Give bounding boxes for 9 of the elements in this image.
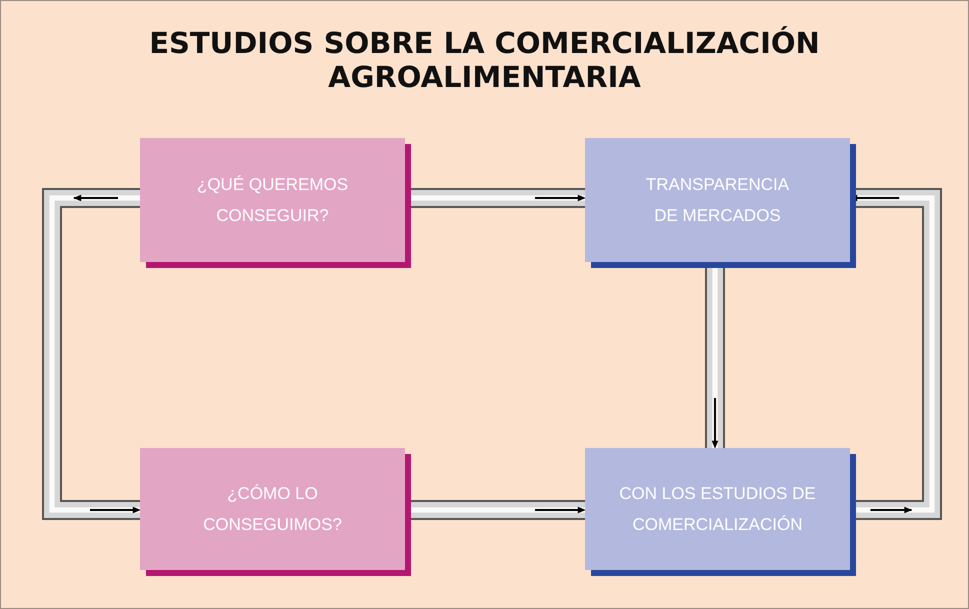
- process-box: [585, 448, 850, 570]
- box-label: ¿CÓMO LO CONSEGUIMOS?: [202, 483, 343, 536]
- diagram-title: ESTUDIOS SOBRE LA COMERCIALIZACIÓN AGROALIMENTARIA: [148, 26, 821, 94]
- box-label: TRANSPARENCIA DE MERCADOS: [644, 174, 790, 227]
- process-box: [585, 138, 850, 262]
- process-box: [140, 448, 405, 570]
- box-label: ¿QUÉ QUEREMOS CONSEGUIR?: [196, 174, 350, 227]
- box-label: CON LOS ESTUDIOS DE COMERCIALIZACIÓN: [618, 483, 817, 536]
- process-box: [140, 138, 405, 262]
